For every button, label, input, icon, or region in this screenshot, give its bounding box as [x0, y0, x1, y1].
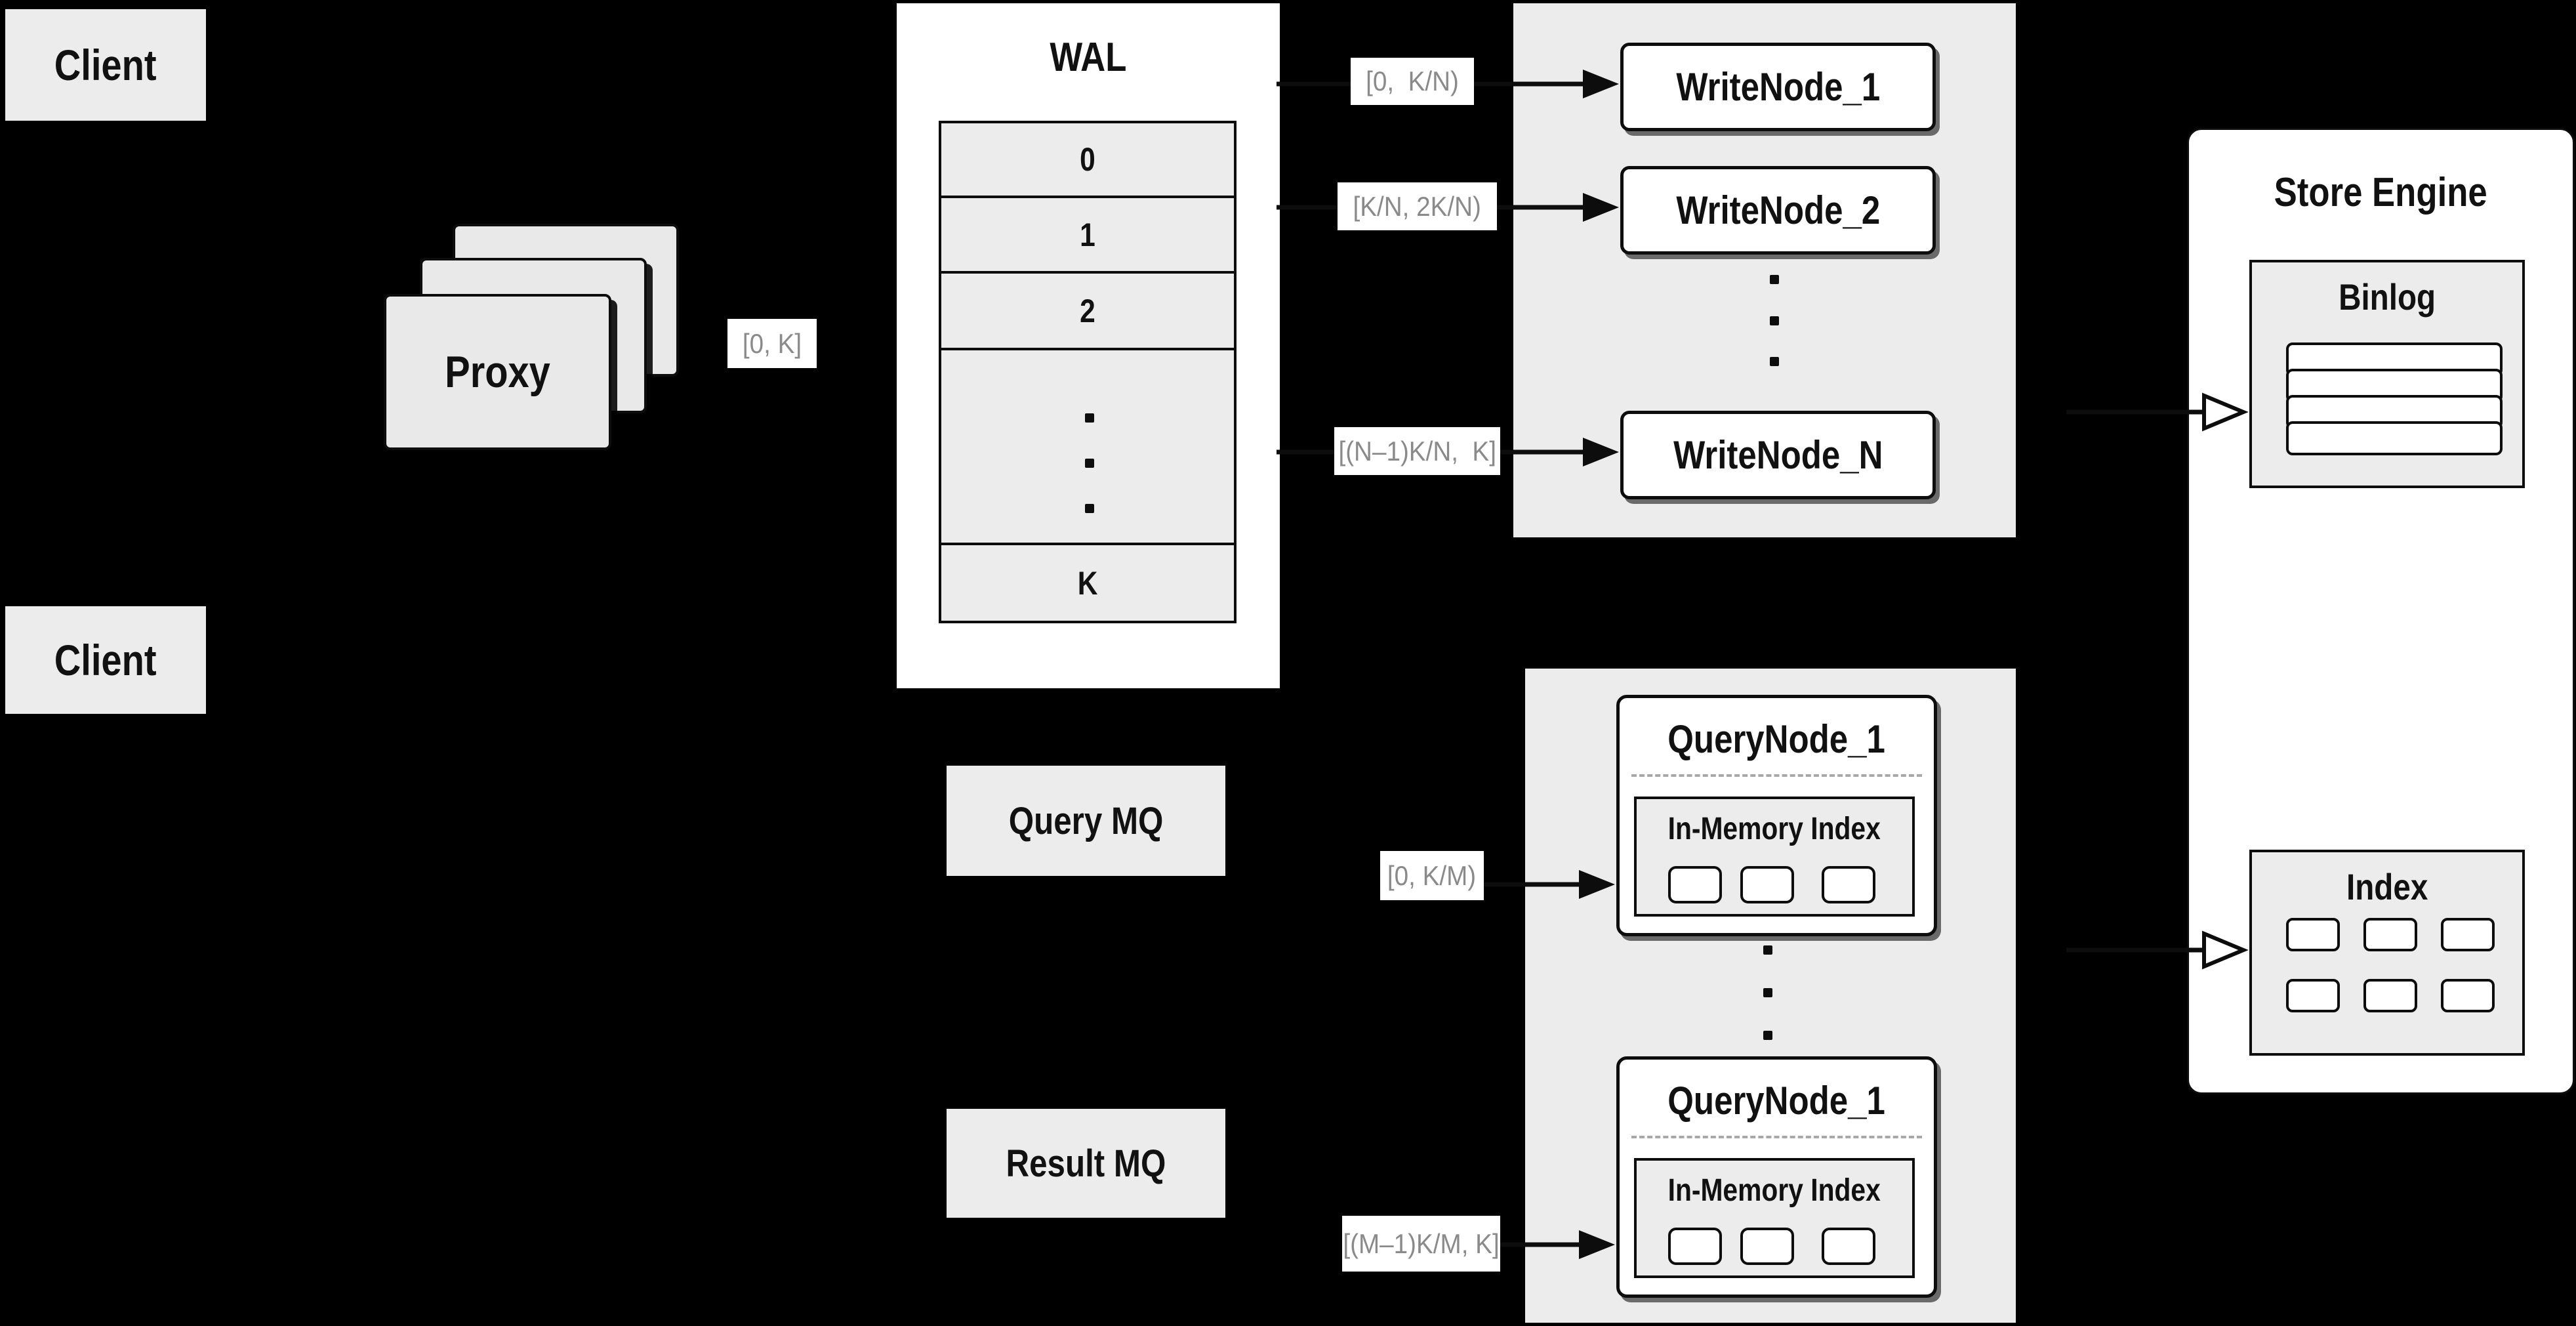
binlog-title: Binlog	[2338, 276, 2436, 318]
range-label-0-km: [0, K/M)	[1380, 851, 1484, 900]
in-memory-index-title: In-Memory Index	[1667, 811, 1881, 846]
ellipsis-dot	[1085, 504, 1094, 513]
range-label-0-k: [0, K]	[727, 319, 817, 368]
index-segment-box	[2363, 979, 2417, 1012]
index-title: Index	[2346, 865, 2428, 907]
range-label-n1kn-k: [(N–1)K/N, K]	[1334, 427, 1500, 475]
index-box: Index	[2249, 850, 2525, 1056]
wal-row: 2	[941, 271, 1234, 348]
ellipsis-dot	[1763, 988, 1772, 997]
ellipsis-dot	[1763, 945, 1772, 955]
in-memory-index-box: In-Memory Index	[1634, 1158, 1915, 1278]
wal-panel: WAL 0 1 2 K	[897, 3, 1280, 688]
index-segment-box	[2363, 918, 2417, 951]
query-node-2-title: QueryNode_1	[1667, 1078, 1886, 1123]
ellipsis-dot	[1770, 357, 1779, 366]
write-node-1-box: WriteNode_1	[1620, 43, 1936, 131]
binlog-box: Binlog	[2249, 260, 2525, 488]
ellipsis-dot	[1763, 1031, 1772, 1040]
index-segment-box	[2441, 918, 2495, 951]
client-bottom-label: Client	[54, 636, 157, 684]
wal-row: 0	[941, 123, 1234, 196]
index-segment-box	[2441, 979, 2495, 1012]
ellipsis-dot	[1085, 413, 1094, 423]
query-node-1-box: QueryNode_1 In-Memory Index	[1616, 695, 1937, 936]
result-mq-box: Result MQ	[947, 1109, 1225, 1218]
wal-row: K	[941, 543, 1234, 621]
query-node-2-box: QueryNode_1 In-Memory Index	[1616, 1056, 1937, 1298]
query-node-panel: QueryNode_1 In-Memory Index QueryNode_1	[1525, 669, 2016, 1323]
wal-title: WAL	[1050, 34, 1127, 80]
wal-row: 1	[941, 196, 1234, 271]
write-node-panel: WriteNode_1 WriteNode_2 WriteNode_N	[1513, 3, 2016, 537]
wal-row-ellipsis	[941, 348, 1234, 543]
proxy-card-front: Proxy	[384, 294, 611, 450]
index-segment-box	[2286, 918, 2340, 951]
client-box-bottom: Client	[5, 606, 206, 714]
in-memory-index-box: In-Memory Index	[1634, 797, 1915, 917]
proxy-label: Proxy	[445, 347, 550, 397]
ellipsis-dot	[1770, 275, 1779, 284]
segment-box	[1740, 1228, 1794, 1265]
store-engine-panel: Store Engine Binlog Index	[2187, 128, 2575, 1094]
query-node-1-title: QueryNode_1	[1667, 716, 1886, 761]
segment-box	[1822, 866, 1875, 903]
index-segment-box	[2286, 979, 2340, 1012]
ellipsis-dot	[1770, 316, 1779, 325]
dashed-divider	[1631, 774, 1922, 777]
segment-box	[1668, 866, 1722, 903]
range-label-kn-2kn: [K/N, 2K/N)	[1338, 182, 1497, 230]
client-top-label: Client	[54, 41, 157, 89]
binlog-row	[2286, 421, 2503, 455]
dashed-divider	[1631, 1136, 1922, 1138]
ellipsis-dot	[1085, 459, 1094, 468]
segment-box	[1668, 1228, 1722, 1265]
store-engine-title: Store Engine	[2274, 169, 2488, 215]
in-memory-index-title: In-Memory Index	[1667, 1172, 1881, 1208]
write-node-n-box: WriteNode_N	[1620, 411, 1936, 499]
wal-table: 0 1 2 K	[939, 121, 1237, 623]
range-label-m1km-k: [(M–1)K/M, K]	[1342, 1216, 1500, 1272]
client-box-top: Client	[5, 9, 206, 121]
range-label-0-kn: [0, K/N)	[1351, 58, 1474, 105]
write-node-2-box: WriteNode_2	[1620, 166, 1936, 255]
query-mq-box: Query MQ	[947, 766, 1225, 876]
segment-box	[1740, 866, 1794, 903]
segment-box	[1822, 1228, 1875, 1265]
